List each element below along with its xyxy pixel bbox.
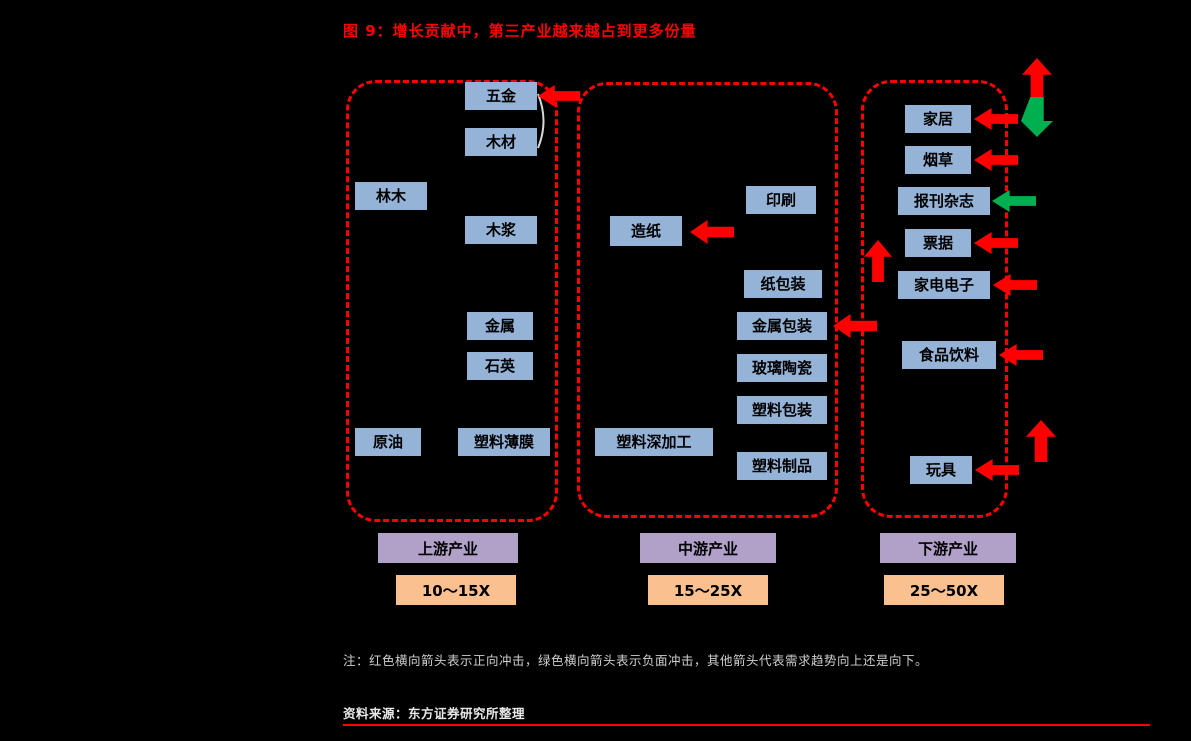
- figure-note: 注：红色横向箭头表示正向冲击，绿色横向箭头表示负面冲击，其他箭头代表需求趋势向上…: [343, 653, 929, 668]
- node-metal: 金属: [467, 312, 533, 340]
- red-up-arrow-icon: [1026, 420, 1056, 462]
- node-home-furnishing: 家居: [905, 105, 971, 133]
- green-down-arrow-icon: [1021, 97, 1053, 137]
- node-toys: 玩具: [910, 456, 972, 484]
- node-plastic-film: 塑料薄膜: [458, 428, 550, 456]
- node-tobacco: 烟草: [905, 146, 971, 174]
- node-metal-packaging: 金属包装: [737, 312, 827, 340]
- node-paper-packaging: 纸包装: [744, 270, 822, 298]
- node-plastic-processing: 塑料深加工: [595, 428, 713, 456]
- upstream-multiple-badge: 10～15X: [396, 575, 516, 605]
- bottom-divider: [343, 724, 1150, 726]
- node-hardware: 五金: [465, 82, 537, 110]
- node-plastic-products: 塑料制品: [737, 452, 827, 480]
- downstream-multiple-badge: 25～50X: [884, 575, 1004, 605]
- downstream-group-border: [861, 80, 1008, 518]
- node-quartz: 石英: [467, 352, 533, 380]
- node-glass-ceramics: 玻璃陶瓷: [737, 354, 827, 382]
- node-food-beverage: 食品饮料: [902, 341, 996, 369]
- node-bills: 票据: [905, 229, 971, 257]
- midstream-stage-label: 中游产业: [640, 533, 776, 563]
- group-brace-icon: [536, 92, 550, 154]
- node-crude-oil: 原油: [355, 428, 421, 456]
- node-papermaking: 造纸: [610, 216, 682, 246]
- midstream-multiple-badge: 15～25X: [648, 575, 768, 605]
- midstream-group-border: [577, 82, 838, 518]
- downstream-stage-label: 下游产业: [880, 533, 1016, 563]
- upstream-stage-label: 上游产业: [378, 533, 518, 563]
- node-press-magazines: 报刊杂志: [898, 187, 990, 215]
- upstream-group-border: [346, 80, 558, 522]
- figure-source: 资料来源：东方证券研究所整理: [343, 706, 526, 721]
- node-pulp: 木浆: [465, 216, 537, 244]
- node-plastic-packaging: 塑料包装: [737, 396, 827, 424]
- node-printing: 印刷: [746, 186, 816, 214]
- figure-title: 图 9：增长贡献中，第三产业越来越占到更多份量: [343, 22, 697, 40]
- node-home-appliances: 家电电子: [898, 271, 990, 299]
- node-wood: 木材: [465, 128, 537, 156]
- red-up-arrow-icon: [1022, 58, 1052, 100]
- node-forest: 林木: [355, 182, 427, 210]
